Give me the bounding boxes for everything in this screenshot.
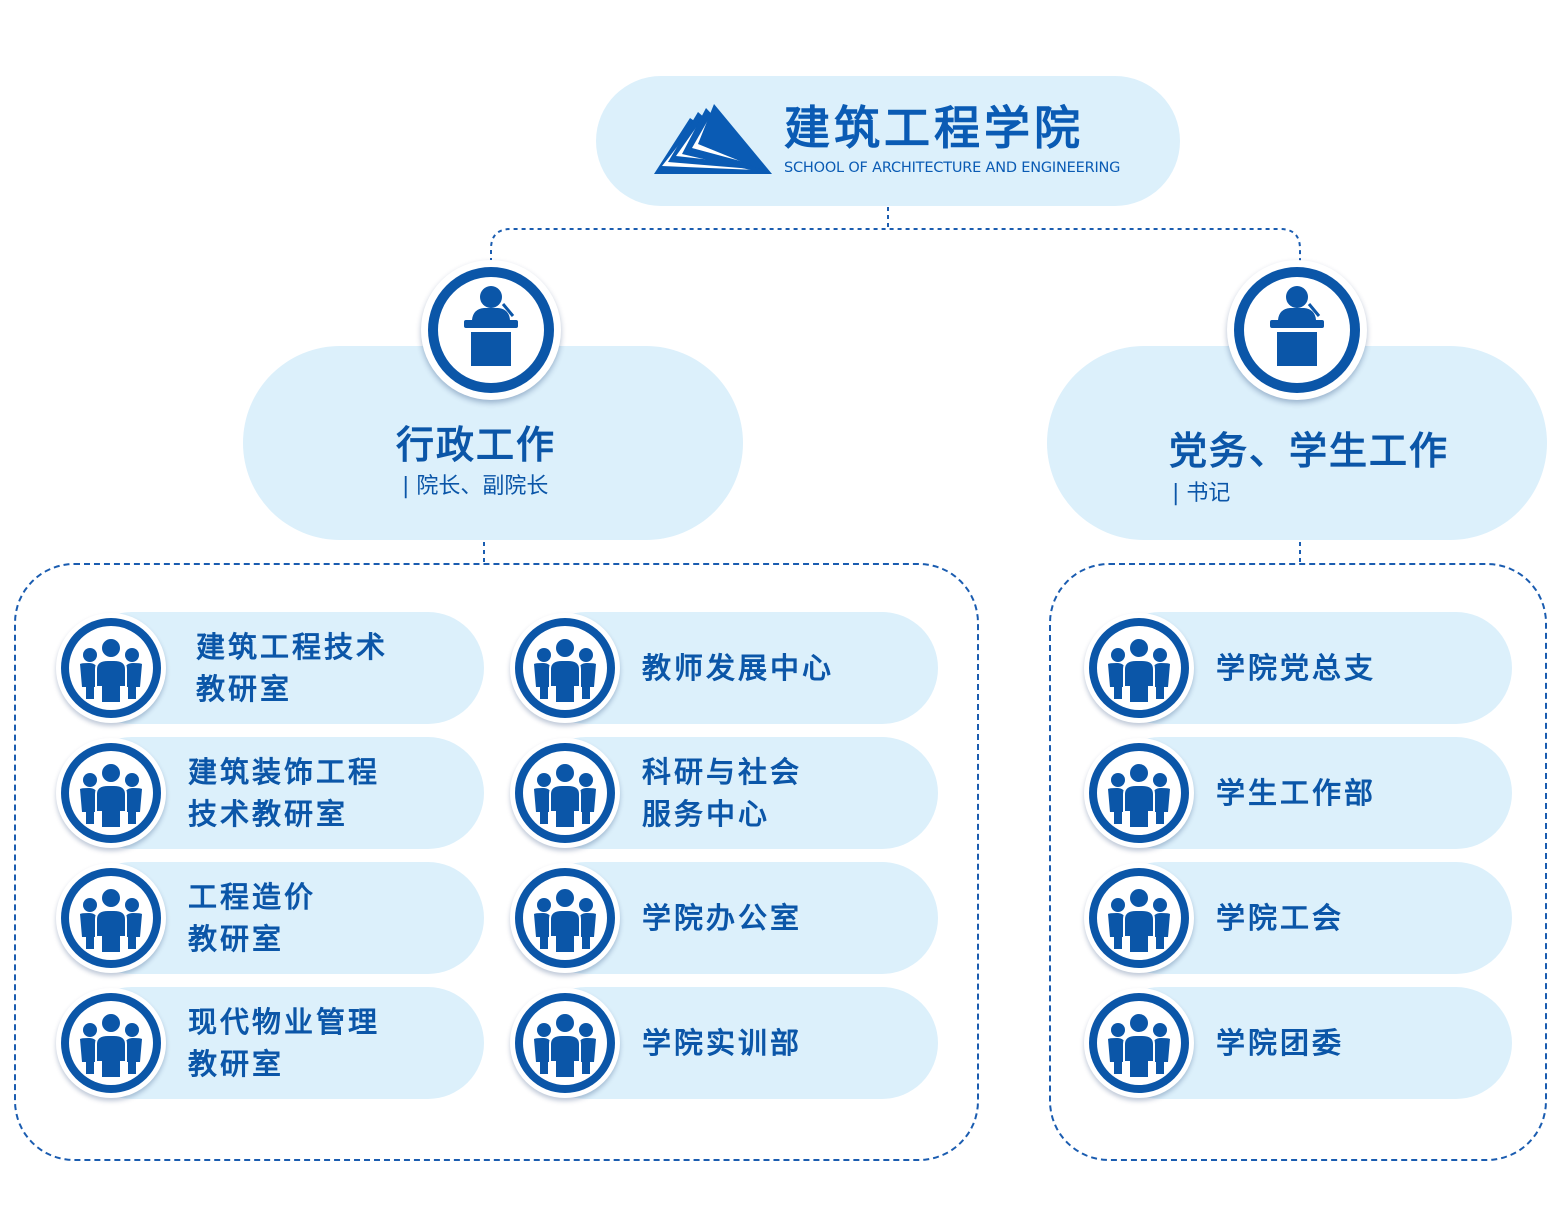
group-icon xyxy=(1084,738,1194,848)
group-icon xyxy=(510,863,620,973)
unit-label: 学院团委 xyxy=(1216,1026,1345,1060)
unit-label: 教师发展中心 xyxy=(642,651,835,685)
paper-plane-logo-icon xyxy=(654,104,772,174)
unit-label: 工程造价 教研室 xyxy=(188,880,317,956)
admin-branch-subtitle: | 院长、副院长 xyxy=(402,474,549,499)
admin-units-group xyxy=(14,563,979,1161)
page-title: 建筑工程学院 xyxy=(784,101,1084,155)
admin-branch-icon-circle xyxy=(421,260,561,400)
unit-label: 科研与社会 服务中心 xyxy=(642,755,803,831)
unit-label: 建筑装饰工程 技术教研室 xyxy=(188,755,381,831)
unit-item[interactable]: 现代物业管理 教研室 xyxy=(56,987,484,1099)
party-branch-title: 党务、学生工作 xyxy=(1169,429,1450,473)
unit-label: 学院办公室 xyxy=(642,901,803,935)
group-icon xyxy=(56,863,166,973)
page-subtitle: SCHOOL OF ARCHITECTURE AND ENGINEERING xyxy=(784,160,1121,176)
unit-label: 学生工作部 xyxy=(1216,776,1377,810)
group-icon xyxy=(56,988,166,1098)
unit-item[interactable]: 工程造价 教研室 xyxy=(56,862,484,974)
group-icon xyxy=(510,738,620,848)
unit-item[interactable]: 建筑装饰工程 技术教研室 xyxy=(56,737,484,849)
group-icon xyxy=(1084,988,1194,1098)
group-icon xyxy=(56,613,166,723)
unit-item[interactable]: 学院党总支 xyxy=(1084,612,1512,724)
group-icon xyxy=(510,613,620,723)
unit-item[interactable]: 学院工会 xyxy=(1084,862,1512,974)
unit-item[interactable]: 教师发展中心 xyxy=(510,612,938,724)
unit-label: 建筑工程技术 教研室 xyxy=(196,630,389,706)
group-icon xyxy=(1084,863,1194,973)
unit-item[interactable]: 建筑工程技术 教研室 xyxy=(56,612,484,724)
unit-item[interactable]: 学生工作部 xyxy=(1084,737,1512,849)
party-units-group xyxy=(1049,563,1547,1161)
unit-label: 现代物业管理 教研室 xyxy=(188,1005,381,1081)
party-branch-icon-circle xyxy=(1227,260,1367,400)
group-icon xyxy=(56,738,166,848)
unit-item[interactable]: 科研与社会 服务中心 xyxy=(510,737,938,849)
unit-label: 学院党总支 xyxy=(1216,651,1377,685)
speaker-podium-icon xyxy=(428,267,554,393)
party-branch-subtitle: | 书记 xyxy=(1172,481,1231,506)
group-icon xyxy=(510,988,620,1098)
unit-label: 学院工会 xyxy=(1216,901,1345,935)
unit-item[interactable]: 学院实训部 xyxy=(510,987,938,1099)
unit-item[interactable]: 学院团委 xyxy=(1084,987,1512,1099)
group-icon xyxy=(1084,613,1194,723)
unit-label: 学院实训部 xyxy=(642,1026,803,1060)
unit-item[interactable]: 学院办公室 xyxy=(510,862,938,974)
admin-branch-title: 行政工作 xyxy=(396,423,557,467)
speaker-podium-icon xyxy=(1234,267,1360,393)
